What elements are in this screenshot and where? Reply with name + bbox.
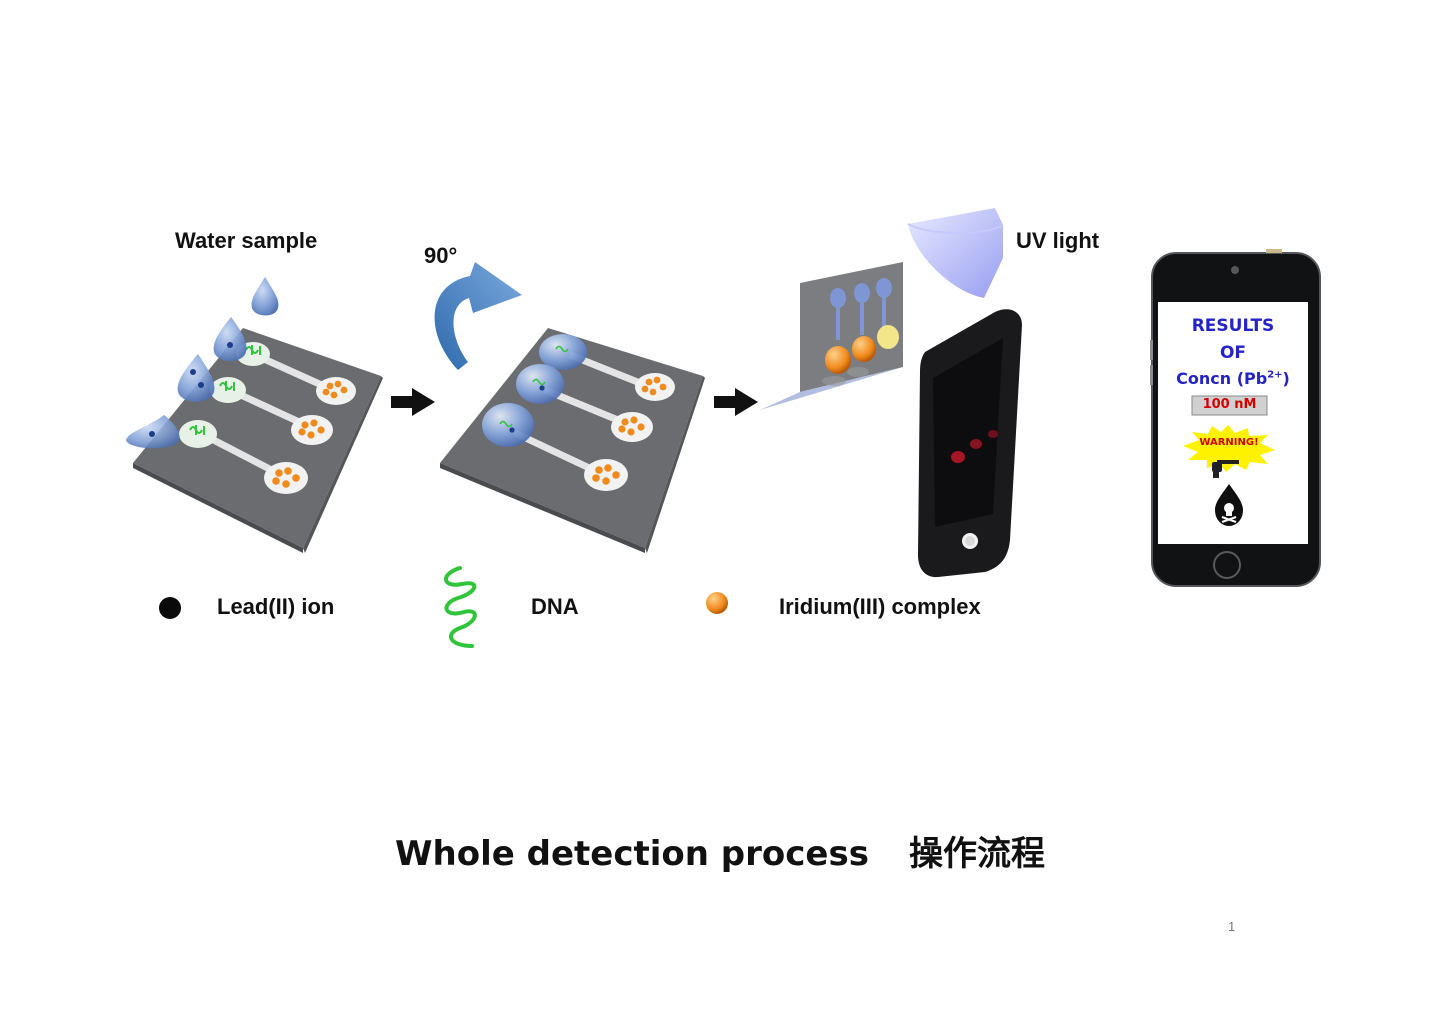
iridium-complex-icon	[706, 592, 728, 614]
paper-chip-2	[440, 328, 705, 553]
uv-lamp	[907, 208, 1004, 298]
page-number: 1	[1228, 919, 1236, 934]
paper-chip-1	[126, 277, 383, 553]
concn-label: Concn (Pb	[1176, 369, 1268, 388]
legend-lead-label: Lead(II) ion	[217, 594, 335, 619]
caption-english: Whole detection process	[395, 834, 869, 874]
upright-chip	[760, 262, 903, 410]
rotation-arrow	[434, 262, 522, 370]
warning-burst	[1183, 425, 1275, 472]
step-arrow-2	[714, 388, 758, 416]
results-line-1: RESULTS	[1191, 316, 1275, 336]
legend-iridium-label: Iridium(III) complex	[779, 594, 981, 619]
figure-caption: Whole detection process 操作流程	[0, 826, 1440, 875]
poison-drop-icon	[1215, 484, 1243, 526]
water-sample-label: Water sample	[175, 228, 318, 253]
water-droplets	[126, 277, 279, 449]
lead-ion-icon	[159, 597, 181, 619]
concn-close: )	[1282, 369, 1290, 388]
charge-superscript: 2+	[1267, 369, 1283, 381]
warning-text: WARNING!	[1199, 437, 1259, 448]
legend-dna-label: DNA	[531, 594, 579, 619]
chip-2-droplets	[482, 334, 587, 447]
caption-chinese: 操作流程	[908, 834, 1045, 874]
chip-1-channels	[179, 342, 356, 494]
results-line-3: Concn (Pb2+)	[1158, 369, 1308, 388]
chip-1-dna-spots	[189, 345, 261, 435]
camera-phone	[918, 309, 1022, 578]
uv-light-label: UV light	[1016, 228, 1100, 253]
step-arrow-1	[391, 388, 435, 416]
rotation-label: 90°	[424, 243, 458, 268]
faucet-icon	[1212, 460, 1239, 478]
results-line-2: OF	[1219, 343, 1247, 363]
result-phone	[1150, 249, 1321, 587]
chip-1-iridium-dots	[272, 380, 348, 488]
dna-icon	[444, 566, 477, 648]
concentration-value: 100 nM	[1202, 397, 1257, 412]
